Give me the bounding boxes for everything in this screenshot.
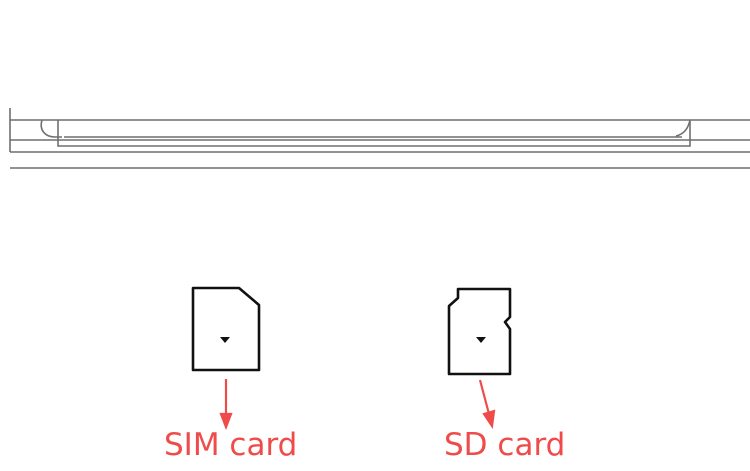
sim-card-icon: [191, 286, 261, 372]
tray-left-curve: [40, 119, 62, 138]
sd-card-direction-icon: [476, 337, 486, 343]
slot-tray-outline: [57, 120, 691, 147]
device-edge-lines: [9, 108, 750, 169]
sim-arrow-head: [219, 412, 233, 431]
tray-right-curve: [675, 119, 691, 137]
sim-card-direction-icon: [220, 337, 230, 343]
sim-arrow-icon: [219, 379, 233, 431]
sd-arrow-head: [482, 409, 496, 430]
sd-arrow-line: [478, 379, 491, 415]
sd-card-outline: [447, 287, 512, 376]
sim-card-outline: [191, 286, 261, 372]
sim-card-label: SIM card: [164, 427, 298, 463]
sd-arrow-icon: [478, 379, 496, 430]
sd-card-label: SD card: [444, 427, 566, 463]
sd-card-icon: [447, 287, 512, 376]
